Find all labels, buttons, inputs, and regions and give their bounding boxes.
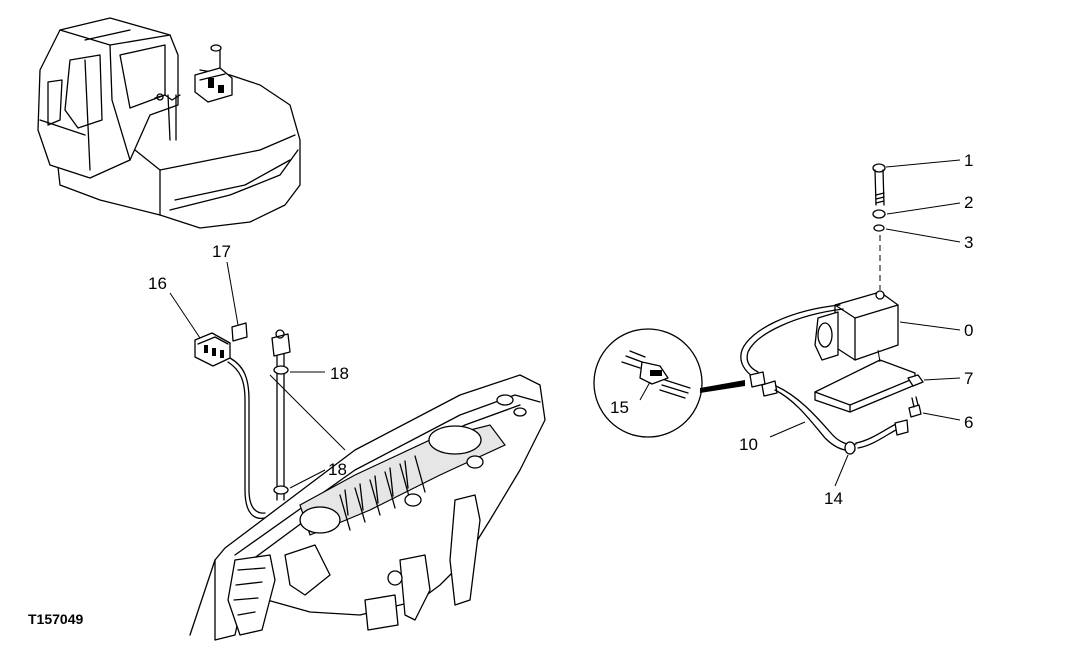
detail-circle-illustration: [593, 328, 745, 438]
callout-14: 14: [824, 489, 843, 508]
callout-3: 3: [964, 233, 973, 252]
callout-7: 7: [964, 369, 973, 388]
frame-illustration: [189, 374, 546, 641]
callout-18-upper: 18: [330, 364, 349, 383]
excavator-overview-illustration: [37, 17, 301, 229]
callout-6: 6: [964, 413, 973, 432]
figure-id: T157049: [28, 611, 83, 627]
callout-16: 16: [148, 274, 167, 293]
module-assembly-illustration: [740, 159, 961, 487]
callout-15: 15: [610, 398, 629, 417]
callout-0: 0: [964, 321, 973, 340]
callout-17: 17: [212, 242, 231, 261]
callout-2: 2: [964, 193, 973, 212]
harness-assembly-illustration: [169, 261, 346, 520]
callout-10: 10: [739, 435, 758, 454]
callout-1: 1: [964, 151, 973, 170]
callout-18-lower: 18: [328, 460, 347, 479]
